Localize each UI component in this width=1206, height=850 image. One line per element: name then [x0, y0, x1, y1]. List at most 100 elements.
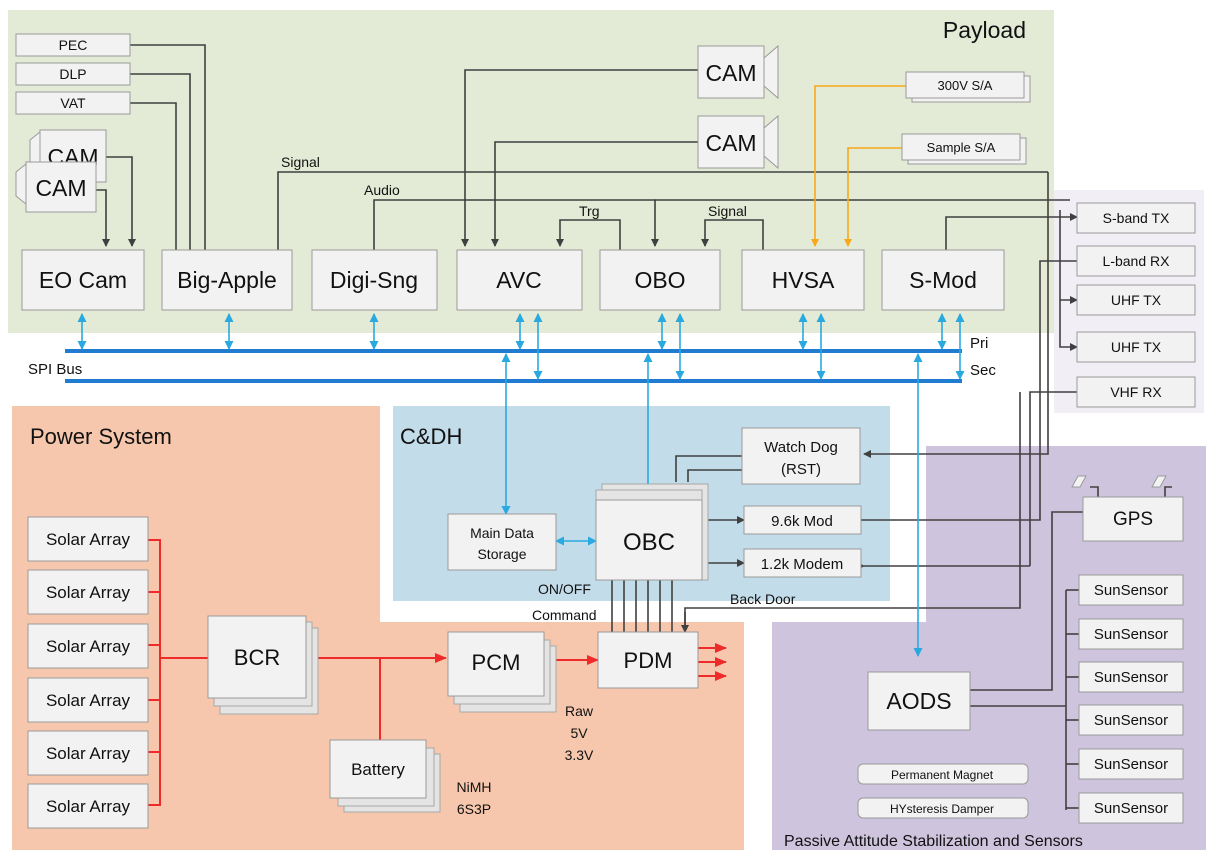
sunsensor-box [1078, 618, 1184, 650]
solar-array-box [27, 783, 149, 829]
solar-array-label: Solar Array [46, 691, 131, 710]
sunsensor-box [1078, 748, 1184, 780]
obc-box [595, 499, 703, 581]
big-apple-box [161, 249, 293, 311]
pec-box [15, 33, 131, 57]
storage-label-1: Main Data [470, 525, 534, 541]
pri-label: Pri [970, 335, 988, 352]
sunsensor-label: SunSensor [1094, 626, 1168, 643]
cam-label-1: CAM [705, 60, 756, 86]
gps-antenna-icon [1151, 475, 1167, 488]
cam-box-front [25, 161, 97, 213]
pcm-label: PCM [472, 650, 521, 675]
command-label: Command [532, 607, 597, 623]
spi-bus-label: SPI Bus [28, 361, 82, 378]
vhf-rx-box [1076, 376, 1196, 408]
bcr-box [207, 615, 307, 699]
modem-12k-box [743, 548, 862, 578]
solar-array-box [27, 623, 149, 669]
audio-label: Audio [364, 182, 400, 198]
cam-label-front: CAM [35, 175, 86, 201]
config-label: 6S3P [457, 801, 491, 817]
uhf-tx-label-2: UHF TX [1111, 339, 1162, 355]
uhf-tx-box-1 [1076, 284, 1196, 316]
obo-label: OBO [634, 267, 685, 293]
sunsensor-box [1078, 704, 1184, 736]
gps-antenna-icon [1071, 475, 1087, 488]
l-band-rx-box [1076, 245, 1196, 277]
solar-array-column: Solar Array Solar Array Solar Array Sola… [27, 516, 149, 829]
modem-12k-label: 1.2k Modem [761, 556, 844, 573]
sa-300v-label: 300V S/A [938, 78, 993, 93]
solar-array-label: Solar Array [46, 744, 131, 763]
s-mod-label: S-Mod [909, 267, 977, 293]
avc-label: AVC [496, 267, 542, 293]
digi-sng-label: Digi-Sng [330, 267, 418, 293]
pec-label: PEC [59, 37, 88, 53]
watchdog-box [741, 427, 861, 485]
solar-array-label: Solar Array [46, 637, 131, 656]
main-data-storage-box [447, 513, 557, 571]
sample-sa-box [901, 133, 1021, 161]
eo-cam-label: EO Cam [39, 267, 127, 293]
solar-array-box [27, 677, 149, 723]
adcs-title: Passive Attitude Stabilization and Senso… [784, 833, 1083, 850]
sunsensor-label: SunSensor [1094, 669, 1168, 686]
hvsa-label: HVSA [772, 267, 835, 293]
vat-label: VAT [60, 95, 86, 111]
v5-label: 5V [570, 725, 588, 741]
cam-box-2 [697, 115, 765, 169]
sunsensor-label: SunSensor [1094, 800, 1168, 817]
solar-array-label: Solar Array [46, 583, 131, 602]
sunsensor-box [1078, 661, 1184, 693]
s-mod-box [881, 249, 1005, 311]
cam-label-2: CAM [705, 130, 756, 156]
dlp-box [15, 62, 131, 86]
solar-array-label: Solar Array [46, 797, 131, 816]
solar-array-box [27, 569, 149, 615]
sample-sa-label: Sample S/A [927, 140, 996, 155]
mod-96k-box [743, 505, 862, 535]
sunsensor-column: SunSensor SunSensor SunSensor SunSensor … [1078, 574, 1184, 824]
hysteresis-damper-box [857, 797, 1029, 819]
onoff-label: ON/OFF [538, 581, 591, 597]
gps-box [1082, 496, 1184, 542]
sunsensor-box [1078, 574, 1184, 606]
solar-array-box [27, 516, 149, 562]
aods-box [867, 671, 971, 731]
uhf-tx-label-1: UHF TX [1111, 292, 1162, 308]
watchdog-label-1: Watch Dog [764, 439, 838, 456]
obo-box [599, 249, 721, 311]
power-region [12, 406, 744, 850]
solar-array-label: Solar Array [46, 530, 131, 549]
trg-label: Trg [579, 203, 599, 219]
storage-label-2: Storage [477, 546, 526, 562]
permanent-magnet-label: Permanent Magnet [891, 768, 994, 782]
sunsensor-label: SunSensor [1094, 582, 1168, 599]
eo-cam-box [21, 249, 145, 311]
vhf-rx-label: VHF RX [1110, 384, 1162, 400]
v33-label: 3.3V [565, 747, 594, 763]
pdm-label: PDM [624, 648, 673, 673]
battery-label: Battery [351, 760, 405, 779]
raw-label: Raw [565, 703, 594, 719]
cam-box-1 [697, 45, 765, 99]
sunsensor-label: SunSensor [1094, 756, 1168, 773]
s-band-tx-box [1076, 202, 1196, 234]
sec-label: Sec [970, 362, 996, 379]
nimh-label: NiMH [457, 779, 492, 795]
obc-label: OBC [623, 529, 675, 556]
back-door-label: Back Door [730, 591, 796, 607]
digi-sng-box [311, 249, 438, 311]
cdh-title: C&DH [400, 424, 462, 449]
vat-box [15, 91, 131, 115]
aods-label: AODS [886, 688, 951, 714]
sa-300v-box [905, 71, 1025, 99]
battery-box [329, 739, 427, 799]
pcm-box [447, 631, 545, 697]
sunsensor-box [1078, 792, 1184, 824]
l-band-rx-label: L-band RX [1103, 253, 1171, 269]
power-title: Power System [30, 424, 172, 449]
dlp-label: DLP [59, 66, 86, 82]
